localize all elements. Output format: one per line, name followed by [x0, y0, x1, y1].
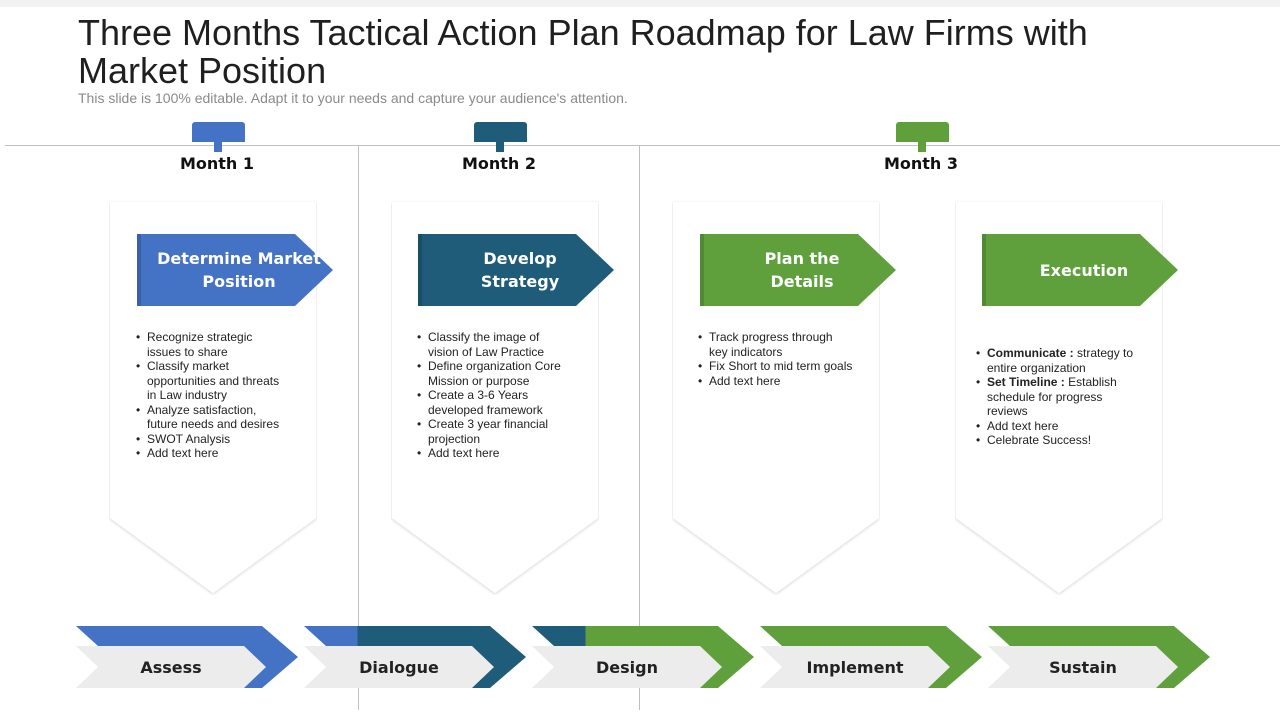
month-3-label: Month 3 — [883, 154, 959, 173]
phase-label: Design — [596, 657, 658, 677]
phase-label: Dialogue — [359, 657, 439, 677]
bullet-item: Celebrate Success! — [976, 433, 1133, 448]
phase-arrow-inner — [76, 646, 266, 688]
month-divider-1 — [358, 145, 359, 710]
bullet-bold-label: Communicate : — [987, 346, 1074, 360]
phase-label: Sustain — [1049, 657, 1117, 677]
month-2-tab — [474, 122, 527, 142]
stage-banner-4-shape — [982, 234, 1178, 306]
month-1-tab — [192, 122, 245, 142]
phase-arrow-assess: Assess — [76, 626, 300, 688]
bullet-item: SWOT Analysis — [136, 432, 279, 447]
month-2-tab-stem — [496, 142, 504, 152]
bullet-item: Fix Short to mid term goals — [698, 359, 852, 374]
phase-arrow-inner — [304, 646, 494, 688]
month-2-label: Month 2 — [461, 154, 537, 173]
slide-subtitle: This slide is 100% editable. Adapt it to… — [78, 90, 628, 106]
phase-arrow-inner — [988, 646, 1178, 688]
month-3-tab — [896, 122, 949, 142]
stage-banner-2-shape — [418, 234, 614, 306]
bullet-item: Analyze satisfaction,future needs and de… — [136, 403, 279, 432]
month-1-tab-stem — [214, 142, 222, 152]
month-divider-2 — [639, 145, 640, 710]
bullet-item: Add text here — [136, 446, 279, 461]
month-3-tab-stem — [918, 142, 926, 152]
phase-label: Implement — [806, 657, 904, 677]
stage-banner-3-shape — [700, 234, 896, 306]
bullet-item: Add text here — [976, 419, 1133, 434]
slide-top-strip — [0, 0, 1280, 7]
phase-arrow-dialogue: Dialogue — [304, 626, 528, 688]
phase-arrow-implement: Implement — [760, 626, 984, 688]
phase-label: Assess — [140, 657, 202, 677]
slide-title: Three Months Tactical Action Plan Roadma… — [78, 12, 1088, 91]
timeline-horizontal-line — [5, 145, 1280, 146]
bullet-item: Add text here — [698, 374, 852, 389]
phase-arrow-sustain: Sustain — [988, 626, 1212, 688]
phase-arrow-inner — [532, 646, 722, 688]
stage-banner-1-shape — [137, 234, 333, 306]
bullet-bold-label: Set Timeline : — [987, 375, 1065, 389]
month-1-label: Month 1 — [179, 154, 255, 173]
phase-arrow-design: Design — [532, 626, 756, 688]
stage-4-title: Execution — [1039, 260, 1129, 280]
phase-arrow-inner — [760, 646, 950, 688]
bullet-item: Add text here — [417, 446, 561, 461]
